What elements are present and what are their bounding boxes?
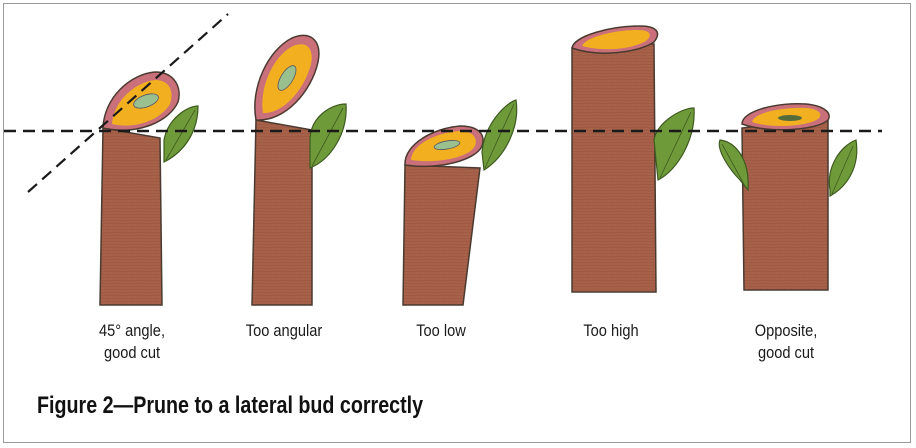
- stem-too-angular: [252, 35, 346, 305]
- caption-opposite: Opposite,good cut: [755, 320, 818, 364]
- caption-too-high: Too high: [583, 320, 638, 342]
- caption-too-low: Too low: [416, 320, 466, 342]
- stem-45-degree-cut: [100, 72, 198, 305]
- caption-too-angular: Too angular: [246, 320, 322, 342]
- stem-too-high: [572, 26, 694, 292]
- figure-title: Figure 2—Prune to a lateral bud correctl…: [37, 392, 423, 420]
- caption-45-degree: 45° angle,good cut: [99, 320, 165, 364]
